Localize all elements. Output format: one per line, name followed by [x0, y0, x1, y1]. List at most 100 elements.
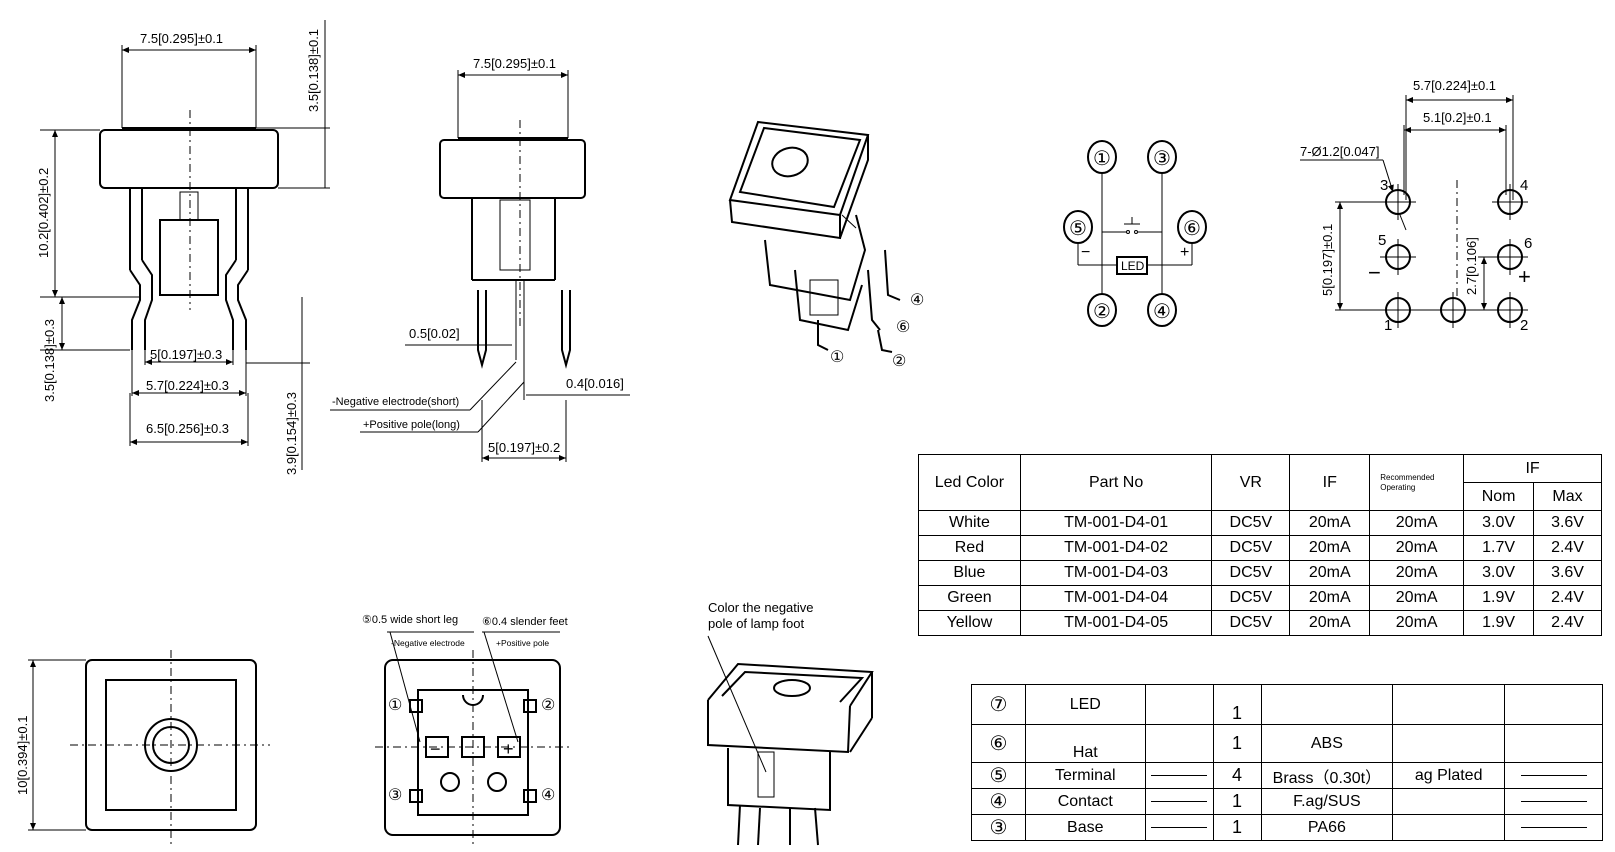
bom-num: ③	[971, 814, 1026, 841]
bom-name: Base	[1024, 814, 1146, 841]
side-dim-slender-leg: 0.4[0.016]	[566, 376, 624, 391]
bom-row: ④ Contact 1 F.ag/SUS	[971, 788, 1603, 815]
schem-pin-6: ⑥	[1183, 218, 1201, 240]
fp-pin-4: 4	[1520, 177, 1528, 194]
dash-mark	[1151, 800, 1208, 802]
bom-finish	[1392, 684, 1506, 725]
cell-color: White	[918, 510, 1021, 536]
bom-finish	[1392, 724, 1506, 763]
bom-row: ③ Base 1 PA66	[971, 814, 1603, 841]
cell-max: 3.6V	[1533, 560, 1602, 586]
schem-led-label: LED	[1121, 259, 1145, 273]
lamp-view: Color the negative pole of lamp foot	[707, 600, 874, 846]
schem-pin-5: ⑤	[1069, 218, 1087, 240]
front-dim-pitch-inner: 5[0.197]±0.3	[150, 347, 222, 362]
table-row: Yellow TM-001-D4-05 DC5V 20mA 20mA 1.9V …	[918, 610, 1602, 636]
side-note-negative: -Negative electrode(short)	[332, 396, 459, 408]
cell-max: 3.6V	[1533, 510, 1602, 536]
dash-mark	[1520, 800, 1587, 802]
cell-part: TM-001-D4-01	[1019, 510, 1213, 536]
cell-color: Yellow	[918, 610, 1021, 636]
hdr-vr: VR	[1211, 454, 1291, 511]
cell-if: 20mA	[1289, 535, 1371, 561]
hdr-part-no: Part No	[1019, 454, 1213, 511]
cell-rec: 20mA	[1369, 585, 1465, 611]
cell-nom: 3.0V	[1463, 510, 1535, 536]
cell-if: 20mA	[1289, 510, 1371, 536]
cell-part: TM-001-D4-05	[1019, 610, 1213, 636]
fp-plus: +	[1518, 264, 1531, 289]
cell-if: 20mA	[1289, 560, 1371, 586]
bottom-view: − + ① ② ③ ④ ⑤0.5 wide short leg ⑥0.4 sle…	[362, 614, 570, 845]
dash-mark	[1151, 774, 1208, 776]
hdr-nom: Nom	[1463, 482, 1535, 511]
dash-mark	[1151, 826, 1208, 828]
side-dim-led-leg: 0.5[0.02]	[409, 326, 460, 341]
cell-max: 2.4V	[1533, 535, 1602, 561]
hdr-max: Max	[1533, 482, 1602, 511]
front-dim-leg-height: 3.5[0.138]±0.3	[42, 319, 57, 402]
table-row: Red TM-001-D4-02 DC5V 20mA 20mA 1.7V 2.4…	[918, 535, 1602, 561]
side-view: 7.5[0.295]±0.1 0.5[0.02] 0.4[0.016] -Neg…	[330, 56, 630, 462]
bom-material: F.ag/SUS	[1260, 788, 1394, 815]
cell-rec: 20mA	[1369, 535, 1465, 561]
cell-color: Blue	[918, 560, 1021, 586]
iso-pin-2: ②	[892, 353, 906, 370]
front-dim-pitch-outer: 6.5[0.256]±0.3	[146, 421, 229, 436]
bom-qty: 1	[1212, 814, 1262, 841]
cell-vr: DC5V	[1211, 585, 1291, 611]
bottom-note-slender: ⑥0.4 slender feet	[482, 616, 568, 628]
front-dim-body-height: 10.2[0.402]±0.2	[36, 168, 51, 258]
table-row: Blue TM-001-D4-03 DC5V 20mA 20mA 3.0V 3.…	[918, 560, 1602, 586]
bom-num: ④	[971, 788, 1026, 815]
fp-pin-3: 3	[1380, 177, 1388, 194]
bottom-label-negative: -Negative electrode	[391, 638, 465, 648]
bom-material: Brass（0.30t）	[1260, 762, 1394, 789]
bom-material: ABS	[1260, 724, 1394, 763]
bom-table: ⑦ LED 1 ⑥ Hat 1 ABS ⑤ Terminal 4 Brass（0…	[971, 684, 1603, 841]
front-dim-top-width: 7.5[0.295]±0.1	[140, 31, 223, 46]
bom-qty: 1	[1212, 684, 1262, 725]
table-row: White TM-001-D4-01 DC5V 20mA 20mA 3.0V 3…	[918, 510, 1602, 536]
bom-blank	[1504, 684, 1603, 725]
bottom-plus: +	[503, 739, 514, 759]
bottom-pin-3: ③	[388, 787, 402, 804]
bom-blank	[1144, 684, 1214, 725]
bom-qty: 1	[1212, 788, 1262, 815]
cell-vr: DC5V	[1211, 510, 1291, 536]
cell-vr: DC5V	[1211, 560, 1291, 586]
cell-if: 20mA	[1289, 610, 1371, 636]
bom-name: Hat	[1024, 724, 1146, 763]
bom-num: ⑥	[971, 724, 1026, 763]
fp-pin-1: 1	[1384, 317, 1392, 334]
hdr-rec-line1: Recommended	[1380, 472, 1435, 482]
dash-mark	[1520, 774, 1587, 776]
bom-blank	[1144, 724, 1214, 763]
schem-minus: −	[1081, 244, 1090, 261]
cell-vr: DC5V	[1211, 610, 1291, 636]
bom-name: Contact	[1024, 788, 1146, 815]
bom-qty: 4	[1212, 762, 1262, 789]
cell-max: 2.4V	[1533, 610, 1602, 636]
bottom-note-short: ⑤0.5 wide short leg	[362, 614, 458, 626]
schem-pin-4: ④	[1153, 301, 1171, 323]
cell-rec: 20mA	[1369, 610, 1465, 636]
hdr-led-color: Led Color	[918, 454, 1021, 511]
fp-dim-inner: 5.1[0.2]±0.1	[1423, 110, 1492, 125]
fp-dim-outer: 5.7[0.224]±0.1	[1413, 78, 1496, 93]
fp-minus: −	[1368, 260, 1381, 285]
bom-material: PA66	[1260, 814, 1394, 841]
fp-pin-2: 2	[1520, 317, 1528, 334]
cell-part: TM-001-D4-02	[1019, 535, 1213, 561]
iso-view: ④ ⑥ ① ②	[728, 120, 924, 370]
bom-num: ⑤	[971, 762, 1026, 789]
bottom-label-positive: +Positive pole	[496, 638, 549, 648]
bom-qty: 1	[1212, 724, 1262, 763]
bom-finish	[1392, 814, 1506, 841]
iso-pin-6: ⑥	[896, 319, 910, 336]
cell-rec: 20mA	[1369, 510, 1465, 536]
schem-plus: +	[1180, 244, 1189, 261]
iso-pin-1: ①	[830, 349, 844, 366]
bom-finish	[1392, 788, 1506, 815]
